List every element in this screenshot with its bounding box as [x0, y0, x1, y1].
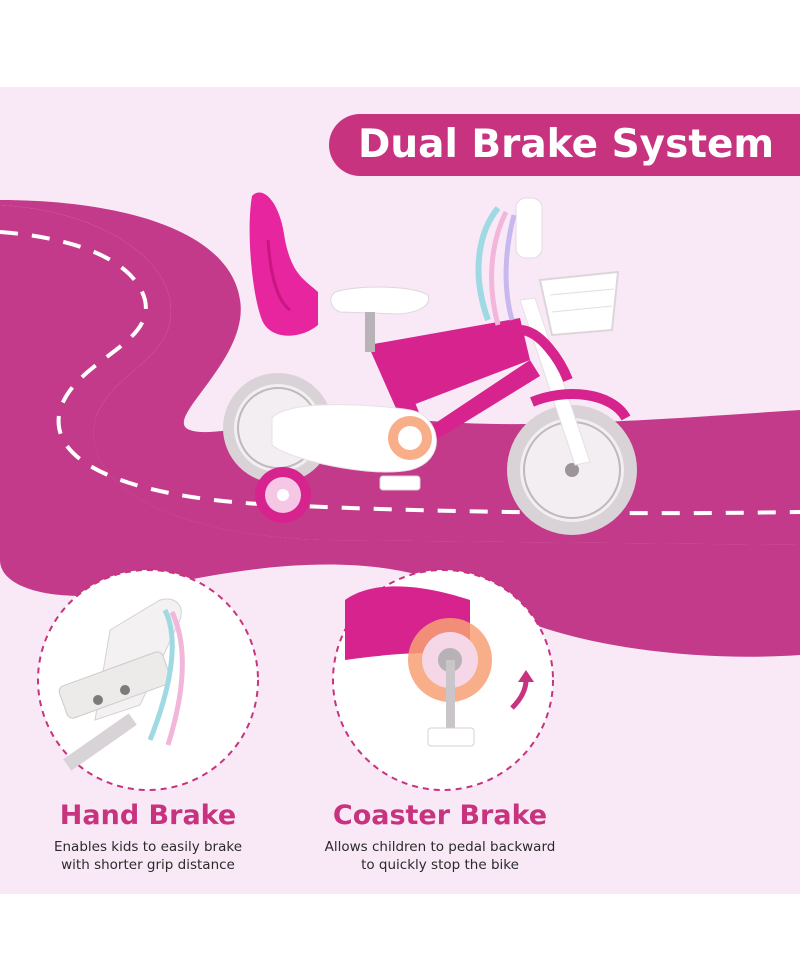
page-title: Dual Brake System [358, 122, 775, 167]
hand-brake-detail [37, 569, 259, 791]
saddle [330, 286, 430, 352]
handlebar [475, 197, 543, 326]
coaster-brake-description: Allows children to pedal backward to qui… [300, 838, 580, 874]
coaster-brake-detail [332, 569, 554, 791]
curved-arrow-up-icon [510, 670, 534, 710]
coaster-brake-title: Coaster Brake [332, 800, 548, 831]
training-wheel [255, 467, 311, 523]
hand-brake-title: Hand Brake [59, 800, 237, 831]
hand-brake-desc-line2: with shorter grip distance [61, 857, 235, 873]
coaster-brake-desc-line1: Allows children to pedal backward [324, 839, 556, 855]
hand-brake-description: Enables kids to easily brake with shorte… [20, 838, 276, 874]
coaster-brake-feature: Coaster Brake Allows children to pedal b… [300, 800, 580, 874]
doll-seat [249, 192, 318, 336]
hand-brake-feature: Hand Brake Enables kids to easily brake … [20, 800, 276, 874]
road-fill-bottom [0, 400, 800, 588]
front-wheel [507, 405, 637, 535]
title-banner [329, 114, 800, 176]
bike-frame [271, 297, 591, 491]
front-fender [530, 389, 631, 421]
basket [538, 270, 620, 337]
hand-brake-desc-line1: Enables kids to easily brake [53, 839, 243, 855]
coaster-brake-desc-line2: to quickly stop the bike [361, 857, 519, 873]
road-dashed-line [0, 230, 800, 516]
